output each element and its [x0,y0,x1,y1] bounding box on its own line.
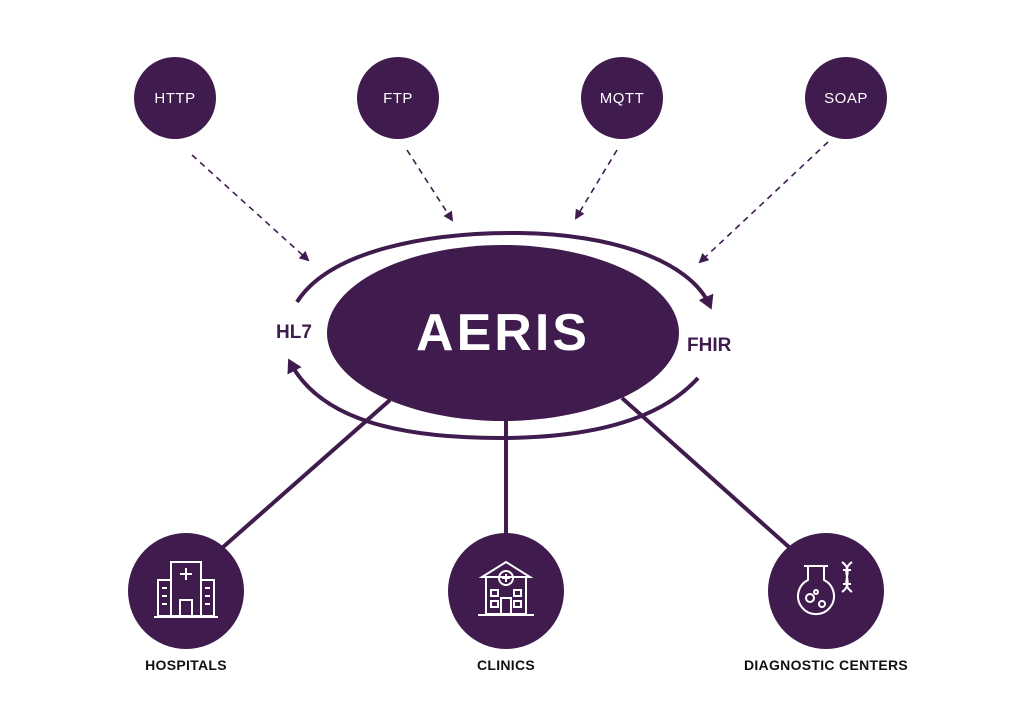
dashed-arrow-http [191,154,310,262]
connector-hospitals [220,398,392,550]
standard-label-hl7: HL7 [276,322,312,343]
endpoint-label-hospitals: HOSPITALS [145,657,227,673]
protocol-node-soap: SOAP [805,57,887,139]
protocol-label-ftp: FTP [383,90,413,107]
endpoint-label-clinics: CLINICS [477,657,535,673]
dashed-arrow-mqtt [574,149,618,220]
flow-arc-top [295,230,714,310]
endpoint-hospitals [128,533,244,649]
endpoint-clinics [448,533,564,649]
protocol-label-soap: SOAP [824,90,868,107]
hub-node: AERIS [327,245,679,421]
standard-label-fhir: FHIR [687,335,732,356]
connector-diagnostic [620,396,792,550]
protocol-node-http: HTTP [134,57,216,139]
protocol-label-http: HTTP [154,90,195,107]
hub-title: AERIS [416,304,590,362]
endpoint-diagnostic-centers [768,533,884,649]
dashed-arrow-ftp [406,149,454,222]
clinic-icon [478,560,534,616]
protocol-node-ftp: FTP [357,57,439,139]
protocol-node-mqtt: MQTT [581,57,663,139]
dashed-arrow-soap [698,141,829,264]
flow-arc-bottom [287,358,700,441]
endpoint-label-diagnostic-centers: DIAGNOSTIC CENTERS [744,657,908,673]
hospital-icon [154,561,218,618]
protocol-label-mqtt: MQTT [600,90,645,107]
lab-flask-dna-icon [797,561,853,616]
